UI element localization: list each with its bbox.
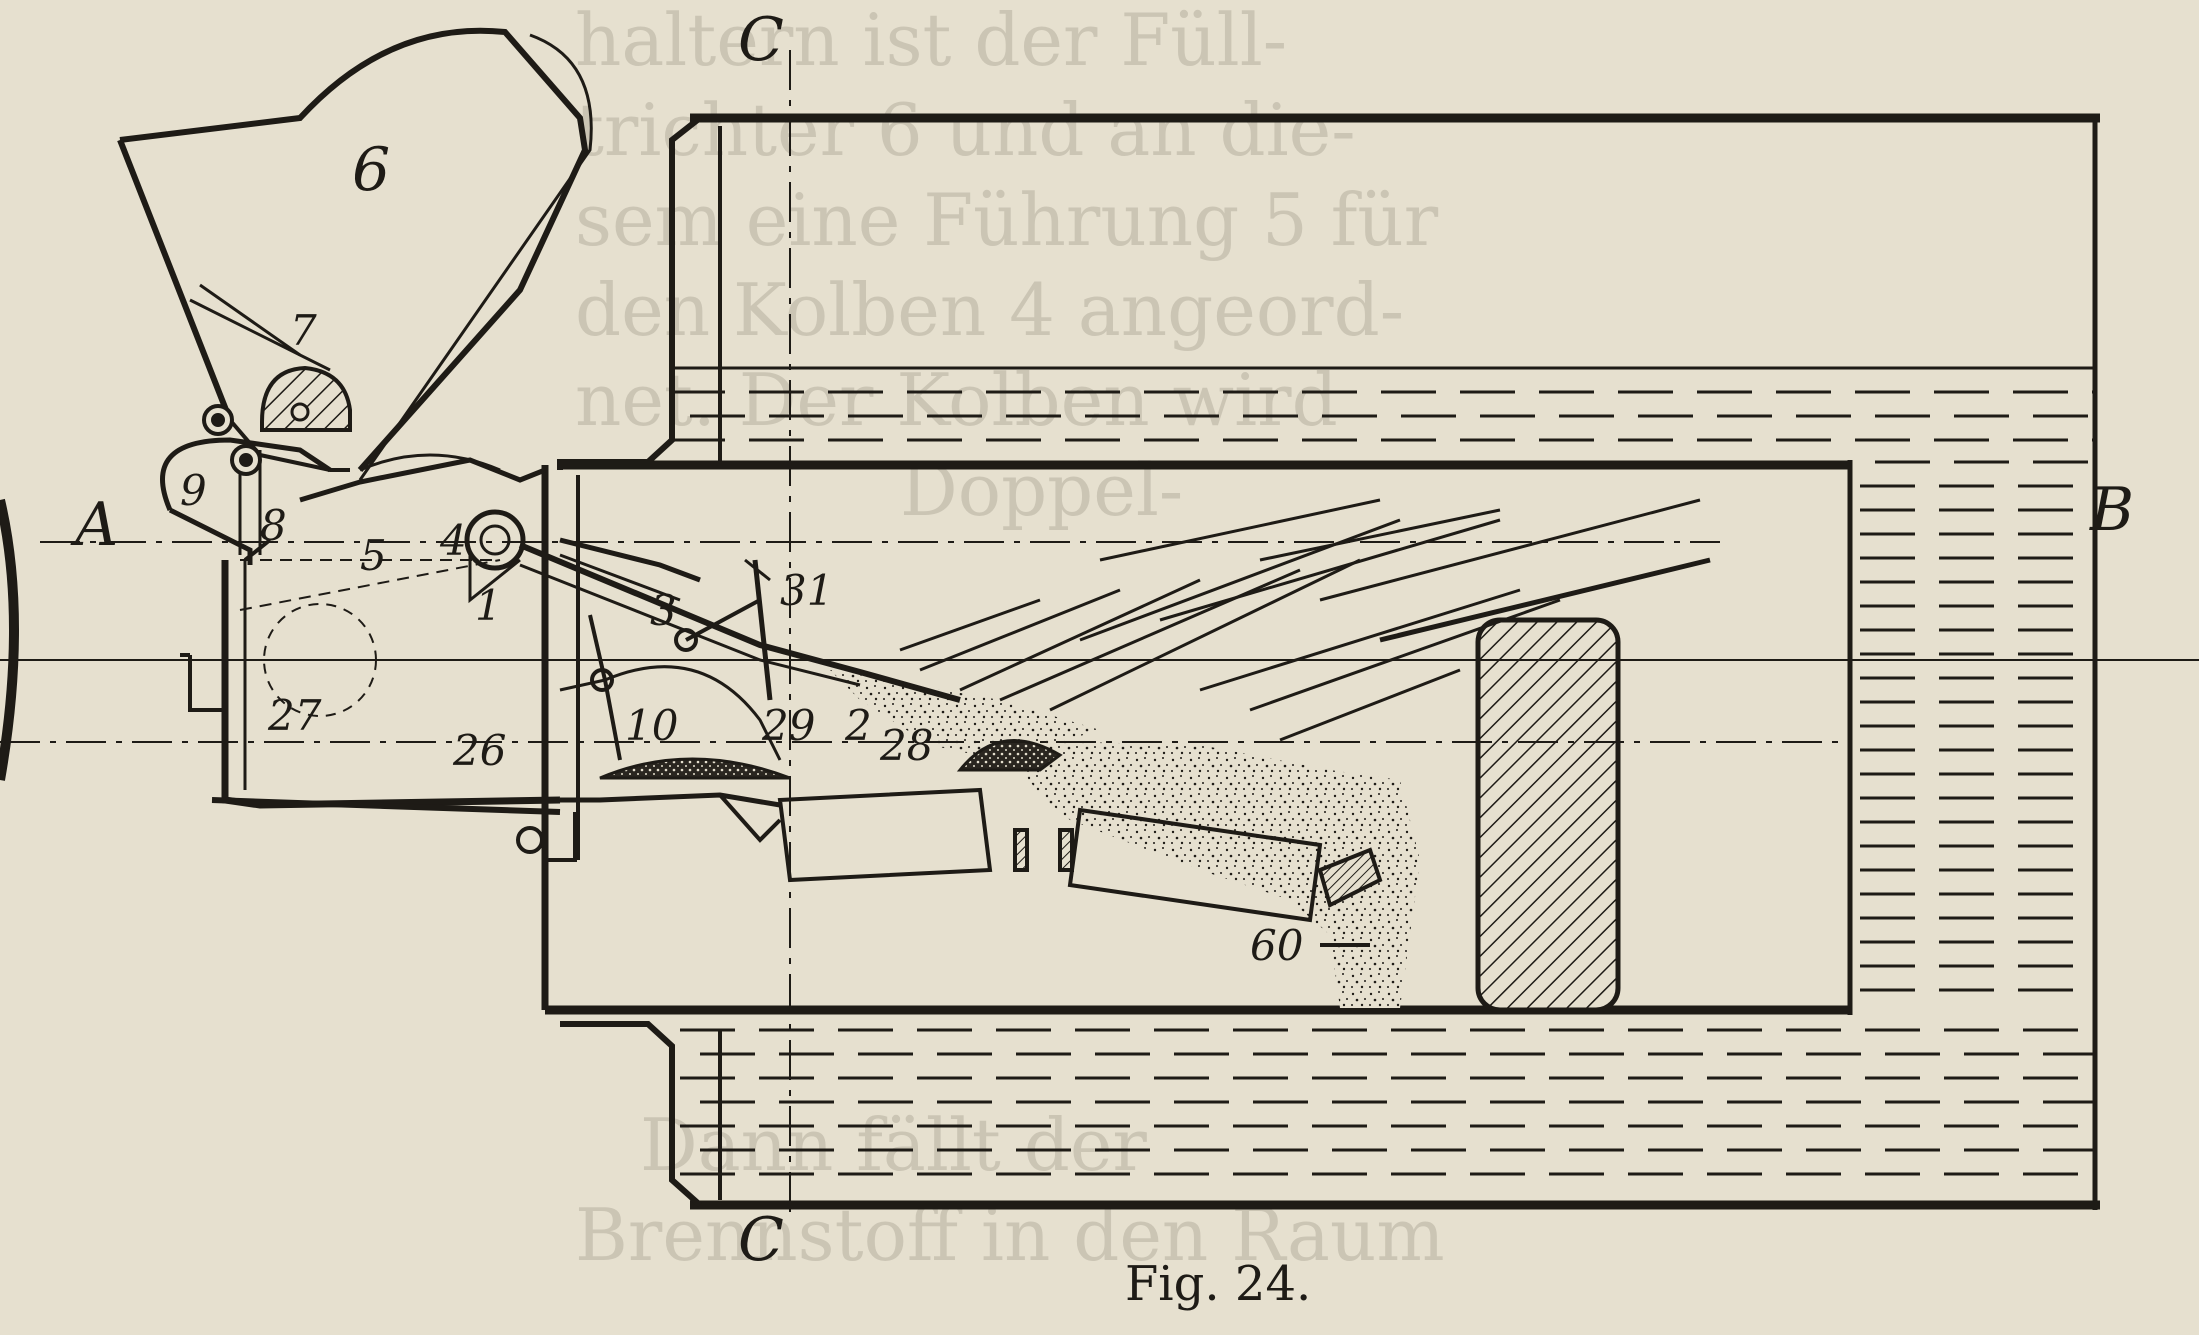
- label-5: 5: [360, 531, 387, 580]
- bleed-line: haltern ist der Füll-: [575, 0, 1287, 82]
- bleed-line: den Kolben 4 angeord-: [575, 268, 1404, 352]
- coal-heap-10: [599, 757, 791, 780]
- label-c-top: C: [738, 5, 784, 75]
- bleed-line: trichter 6 und an die-: [575, 88, 1356, 172]
- flue-tube: [541, 460, 1853, 1015]
- figure-caption: Fig. 24.: [1125, 1256, 1311, 1312]
- chute-rollers: [202, 404, 262, 476]
- label-1: 1: [475, 581, 502, 630]
- fuel-stream: [830, 670, 1100, 760]
- label-31: 31: [780, 566, 833, 615]
- boiler-shell: [557, 113, 2100, 1210]
- label-26: 26: [452, 726, 506, 775]
- label-a: A: [70, 490, 118, 560]
- label-2: 2: [844, 701, 872, 750]
- label-6: 6: [352, 135, 390, 205]
- label-3: 3: [650, 586, 677, 635]
- bleed-through-text: haltern ist der Füll- trichter 6 und an …: [575, 0, 1445, 1277]
- bridge-wall: [1475, 617, 1621, 1013]
- label-27: 27: [267, 691, 322, 740]
- label-4: 4: [439, 516, 467, 565]
- label-8: 8: [260, 501, 287, 550]
- feed-chute: [160, 437, 546, 565]
- label-60: 60: [1250, 921, 1303, 970]
- bleed-line: sem eine Führung 5 für: [575, 178, 1439, 262]
- label-10: 10: [625, 701, 678, 750]
- roller-7: [260, 365, 352, 432]
- flame-strokes: [899, 498, 1711, 742]
- label-c-bottom: C: [738, 1205, 784, 1275]
- grate-boxes: [777, 787, 1383, 947]
- wheel-arc: [0, 498, 19, 781]
- stoker-housing: [180, 538, 782, 843]
- construction-lines: [0, 50, 2199, 1220]
- fuel-hopper: [117, 27, 593, 481]
- water-hatching: [670, 366, 2095, 1176]
- label-29: 29: [761, 701, 815, 750]
- bleed-line: net. Der Kolben wird: [575, 358, 1338, 442]
- coal-heap-28: [956, 739, 1063, 772]
- labels: A B C C 1 2 3 4 5 6 7 8 9 10 26 27 28 29…: [70, 5, 2134, 1275]
- label-7: 7: [290, 306, 317, 355]
- fuel-bed: [1000, 740, 1420, 1008]
- label-b: B: [2089, 475, 2134, 545]
- label-9: 9: [180, 466, 207, 515]
- label-28: 28: [879, 721, 933, 770]
